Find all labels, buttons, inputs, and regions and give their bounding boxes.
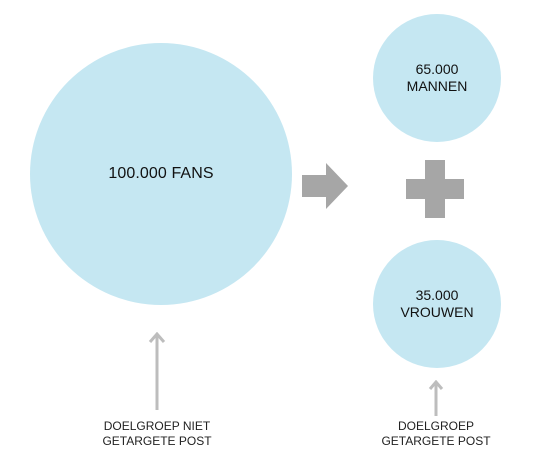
arrow-up-icon [148,332,166,410]
men-circle: 65.000 MANNEN [373,14,501,142]
men-label: 65.000 MANNEN [407,61,468,95]
arrow-up-icon [428,380,444,416]
men-text: MANNEN [406,78,468,94]
total-fans-label: 100.000 FANS [108,165,214,182]
women-label: 35.000 VROUWEN [400,287,473,321]
untargeted-audience-caption: DOELGROEP NIET GETARGETE POST [82,419,232,449]
total-fans-circle: 100.000 FANS [30,43,292,305]
plus-icon [406,160,464,218]
men-count: 65.000 [415,61,459,77]
caption-line: DOELGROEP NIET [103,419,211,433]
caption-line: DOELGROEP [397,419,475,433]
arrow-right-icon [302,163,348,209]
targeted-audience-caption: DOELGROEP GETARGETE POST [363,419,509,449]
caption-line: GETARGETE POST [381,434,491,448]
women-text: VROUWEN [400,304,474,320]
women-count: 35.000 [415,287,459,303]
women-circle: 35.000 VROUWEN [373,240,501,368]
caption-line: GETARGETE POST [102,434,212,448]
